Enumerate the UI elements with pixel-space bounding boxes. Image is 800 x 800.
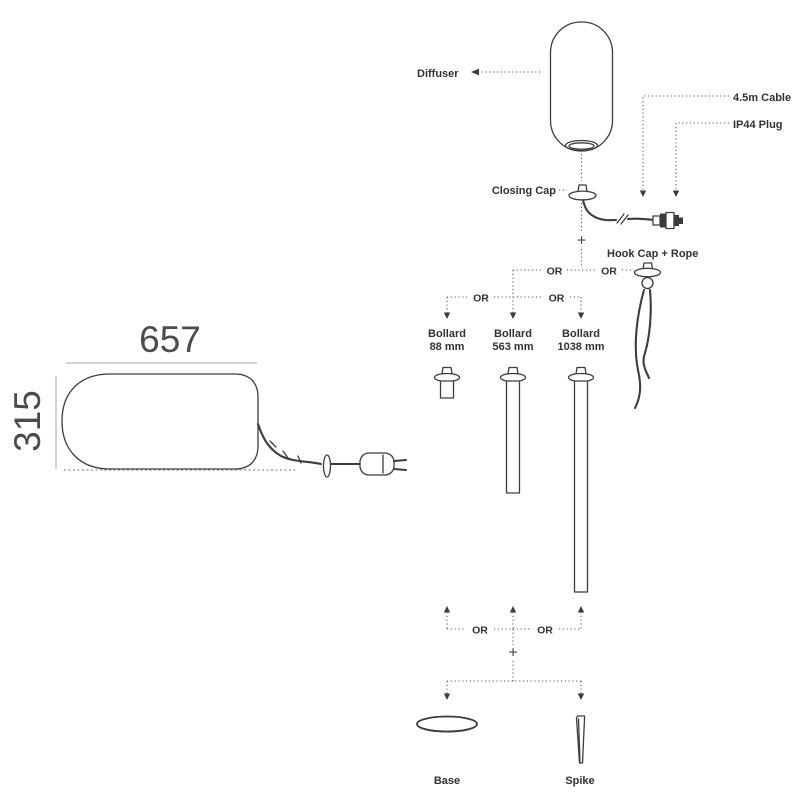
bollard-flange	[499, 372, 527, 383]
spike-edge-line	[577, 718, 581, 763]
spike-arrowhead	[577, 693, 585, 700]
closing-cap-label: Closing Cap	[492, 185, 556, 197]
plug-callout-line	[675, 122, 729, 190]
spike-label: Spike	[565, 775, 594, 787]
bollard-column	[573, 380, 589, 593]
ip44-connector-tip	[679, 217, 683, 224]
height-dimension-value: 315	[7, 390, 48, 452]
bollard-arrowhead	[509, 312, 517, 319]
cable-callout-line	[642, 95, 729, 190]
cable-label: 4.5m Cable	[733, 92, 791, 104]
cable-break-mark	[620, 214, 629, 225]
lamp-cable	[256, 422, 323, 466]
diffuser-label: Diffuser	[417, 68, 459, 80]
plug-prong	[392, 458, 408, 463]
lamp-body-outline	[61, 373, 259, 470]
component-diagram: Diffuser 4.5m Cable IP44 Plug Closing Ca…	[416, 21, 791, 787]
or-label: OR	[472, 625, 488, 637]
bollard-label-88: Bollard 88 mm	[428, 328, 466, 353]
cable-break-mark	[616, 213, 625, 224]
ip44-connector-part	[674, 215, 679, 226]
ip44-connector-part	[665, 211, 675, 230]
up-arrowhead	[577, 606, 585, 613]
ip44-connector-part	[660, 213, 666, 228]
bollard-name: Bollard	[428, 328, 466, 340]
diffuser-arrowhead	[471, 68, 479, 76]
ip44-connector-part	[652, 215, 661, 226]
or-label: OR	[473, 293, 489, 305]
bollard-name: Bollard	[562, 328, 600, 340]
cable-twist-mark	[269, 440, 277, 448]
bollard-label-563: Bollard 563 mm	[493, 328, 534, 353]
bollard-563-shape	[499, 366, 527, 494]
bollard-name: Bollard	[494, 328, 532, 340]
rope-strand	[633, 288, 646, 410]
base-label: Base	[434, 775, 460, 787]
dimension-drawing: 657 315	[7, 319, 408, 478]
plug-label: IP44 Plug	[733, 119, 783, 131]
plus-connector: +	[508, 645, 517, 662]
bollard-1038-shape	[567, 366, 595, 593]
or-label: OR	[537, 625, 553, 637]
plug-arrowhead	[672, 190, 680, 197]
bollard-flange	[433, 372, 461, 383]
or-label: OR	[547, 266, 563, 278]
up-arrowhead	[443, 606, 451, 613]
hook-cap-rope-label: Hook Cap + Rope	[607, 248, 698, 260]
rope-strand	[642, 288, 652, 380]
width-dimension-value: 657	[139, 319, 201, 360]
cap-cable-left	[581, 198, 618, 222]
bollard-column	[505, 380, 521, 494]
up-arrowhead	[509, 606, 517, 613]
hook-cap-flange	[633, 267, 662, 278]
hook-ring	[641, 276, 654, 290]
cable-arrowhead	[639, 190, 647, 197]
base-shadow-edge	[419, 726, 475, 733]
cable-twist-mark	[282, 450, 289, 459]
spike-shape	[575, 715, 586, 764]
bollard-size: 1038 mm	[557, 341, 604, 353]
bollard-column	[439, 380, 455, 399]
bollard-arrowhead	[577, 312, 585, 319]
cap-cable-right	[626, 217, 656, 222]
bollard-arrowhead	[443, 312, 451, 319]
plus-connector: +	[577, 233, 586, 250]
bollard-label-1038: Bollard 1038 mm	[557, 328, 604, 353]
base-arrowhead	[443, 693, 451, 700]
diffuser-opening-rim	[564, 139, 599, 152]
plug-prong	[392, 467, 408, 472]
bollard-size: 563 mm	[493, 341, 534, 353]
closing-cap-flange	[568, 190, 597, 201]
power-plug-body	[359, 452, 395, 476]
diffuser-shape	[549, 21, 614, 152]
bollard-88-shape	[433, 366, 461, 399]
diffuser-opening-inner	[568, 142, 595, 150]
cable-twist-mark	[297, 455, 302, 464]
or-label: OR	[549, 293, 565, 305]
bollard-flange	[567, 372, 595, 383]
cable-ferrule	[322, 454, 332, 478]
or-label: OR	[601, 266, 617, 278]
bollard-size: 88 mm	[430, 341, 465, 353]
